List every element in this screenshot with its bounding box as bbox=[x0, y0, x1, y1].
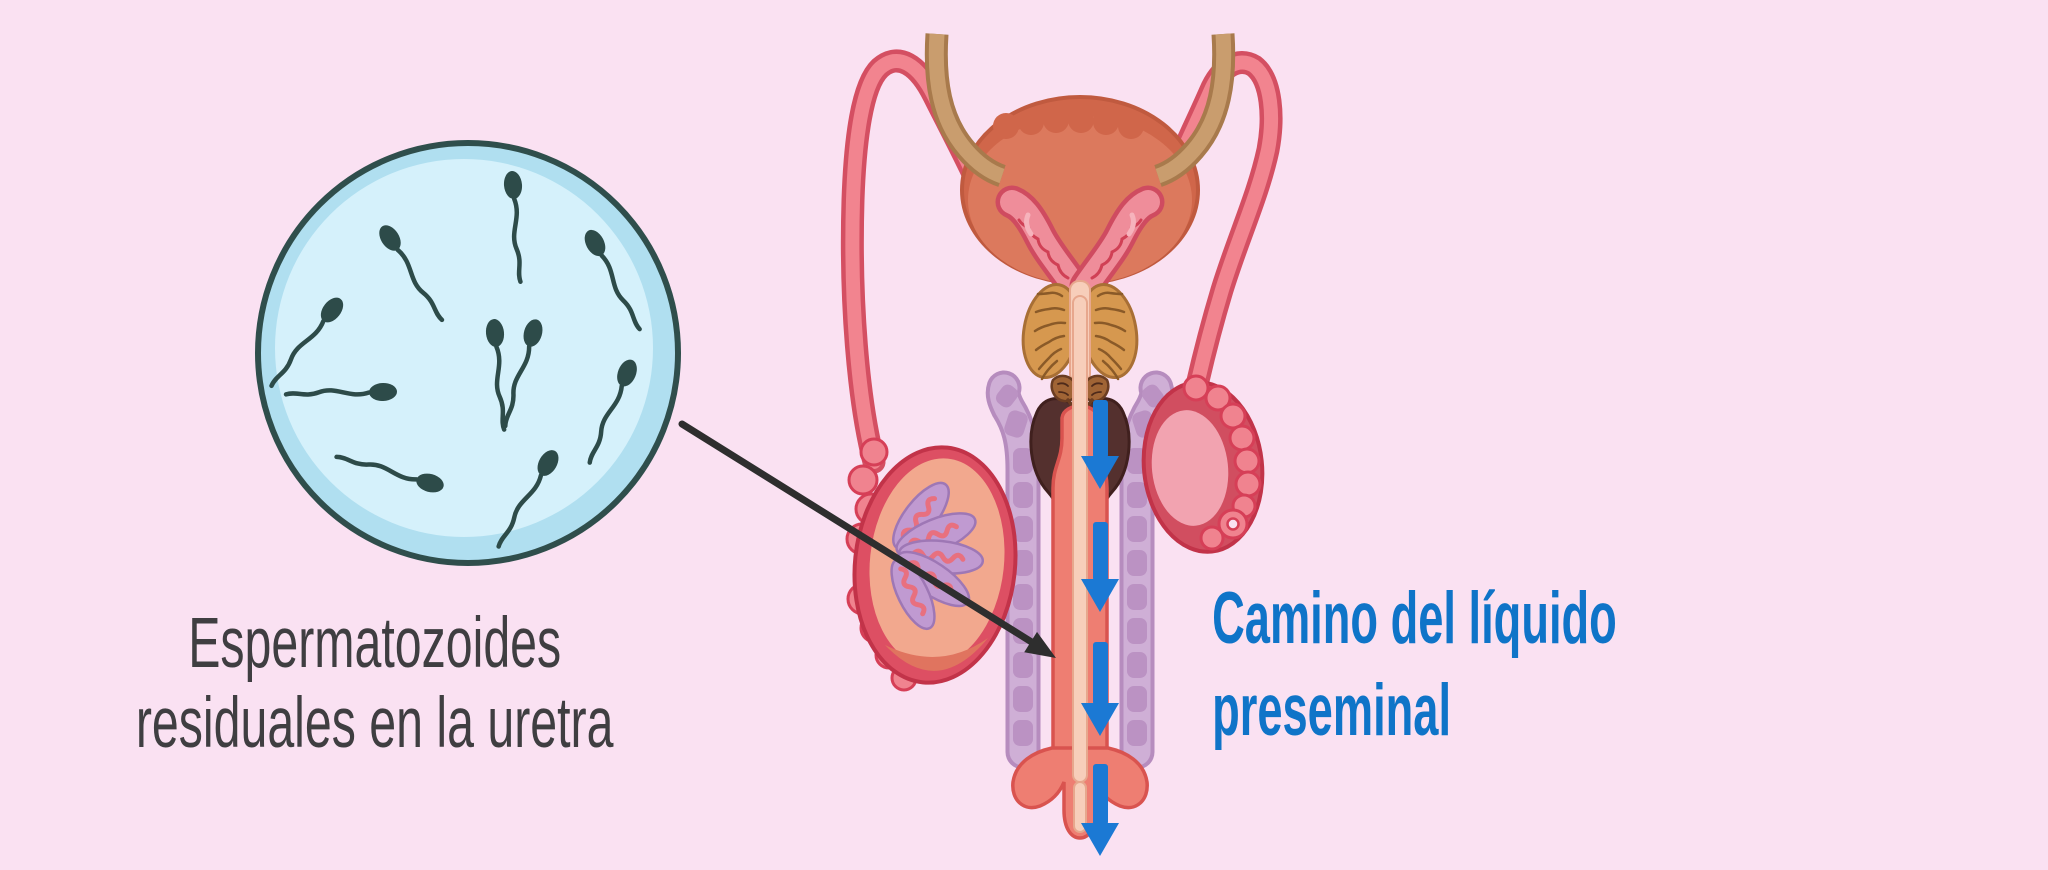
inset-caption-line-2: residuales en la uretra bbox=[136, 683, 614, 763]
flow-arrow bbox=[1081, 522, 1119, 612]
bladder-scallops bbox=[993, 107, 1144, 139]
bladder bbox=[960, 95, 1200, 285]
testis-shadow bbox=[885, 638, 988, 671]
path-caption-line-1: Camino del líquido bbox=[1212, 577, 1617, 659]
flow-arrow bbox=[1081, 642, 1119, 736]
epididymis-loop-hole bbox=[1226, 517, 1240, 531]
inset-caption: Espermatozoides residuales en la uretra bbox=[136, 603, 614, 763]
flow-arrows bbox=[1081, 400, 1119, 856]
epididymis-right bbox=[1182, 374, 1262, 551]
testicle-right bbox=[1141, 374, 1265, 554]
vas-deferens-left bbox=[840, 49, 1014, 474]
magnifier-circle bbox=[255, 140, 681, 566]
ureter-left bbox=[924, 33, 1007, 187]
testicle-left bbox=[845, 437, 1018, 692]
inset-caption-line-1: Espermatozoides bbox=[188, 603, 561, 683]
ureter-right bbox=[1153, 33, 1236, 187]
pointer-arrow bbox=[678, 420, 1056, 658]
flow-arrow bbox=[1081, 400, 1119, 489]
flow-arrow bbox=[1081, 764, 1119, 856]
path-caption: Camino del líquido preseminal bbox=[1212, 577, 1617, 751]
magnifier-glass bbox=[275, 159, 653, 537]
path-caption-line-2: preseminal bbox=[1212, 669, 1451, 751]
